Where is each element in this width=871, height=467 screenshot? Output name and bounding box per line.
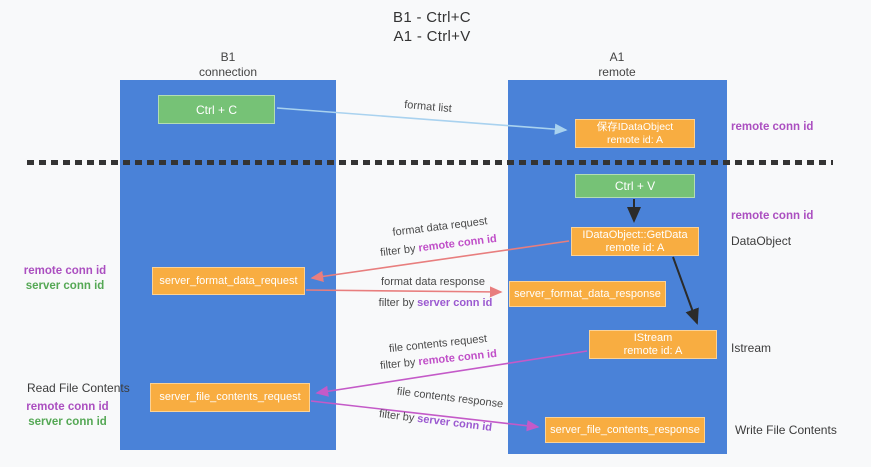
label-format-list: format list [403,98,453,116]
left-column-subtitle: connection [198,65,258,79]
node-server-format-data-request: server_format_data_request [152,267,305,295]
annotation-remote-conn-id-left2: remote conn id [26,401,109,413]
annotation-dataobject: DataObject [731,234,792,248]
label-file-contents-response: file contents response [396,385,504,411]
left-column-header: B1 connection [168,50,288,80]
annotation-remote-conn-id-mid: remote conn id [731,210,814,222]
node-server-file-contents-response: server_file_contents_response [545,417,705,443]
diagram-title: B1 - Ctrl+C A1 - Ctrl+V [347,8,517,46]
annotation-read-file-contents: Read File Contents [27,381,130,395]
annotation-server-conn-id-left2: server conn id [28,416,107,428]
phase-divider-dashed-line [27,160,833,165]
annotation-write-file-contents: Write File Contents [735,423,837,437]
remote-conn-id-text: remote conn id [417,232,498,255]
annotation-server-conn-id-left1: server conn id [25,280,105,292]
filter-by-text: filter by [379,356,417,373]
annotation-istream: Istream [731,341,772,355]
annotation-remote-conn-id-left1: remote conn id [23,265,107,277]
server-conn-id-text: server conn id [416,412,493,434]
node-save-idataobject: 保存IDataObject remote id: A [575,119,695,148]
node-server-file-contents-request: server_file_contents_request [150,383,310,412]
node-save-idataobject-line2: remote id: A [606,133,664,146]
node-istream-line2: remote id: A [623,344,683,357]
node-ctrl-c-label: Ctrl + C [195,102,237,117]
node-server-format-data-response: server_format_data_response [509,281,666,307]
node-server-file-contents-request-label: server_file_contents_request [159,391,301,403]
diagram-title-line2: A1 - Ctrl+V [393,28,471,45]
node-server-format-data-response-label: server_format_data_response [514,287,661,300]
right-column-subtitle: remote [598,65,636,79]
annotation-left-conn-ids-2: remote conn id server conn id [20,400,115,430]
right-column-header: A1 remote [557,50,677,80]
node-ctrl-v: Ctrl + V [575,174,695,198]
filter-by-text: filter by [378,297,415,309]
node-istream: IStream remote id: A [589,330,717,359]
remote-conn-id-text: remote conn id [417,347,498,369]
server-conn-id-text: server conn id [417,297,493,309]
label-format-data-response: format data response [381,276,485,288]
node-save-idataobject-line1: 保存IDataObject [596,120,674,133]
node-server-file-contents-response-label: server_file_contents_response [550,423,700,436]
node-idataobject-getdata: IDataObject::GetData remote id: A [571,227,699,256]
filter-by-text: filter by [379,242,417,260]
annotation-left-conn-ids-1: remote conn id server conn id [20,264,110,294]
annotation-remote-conn-id-top: remote conn id [731,121,814,133]
node-server-format-data-request-label: server_format_data_request [159,274,298,287]
node-idataobject-getdata-line1: IDataObject::GetData [582,228,688,241]
node-istream-line1: IStream [633,331,673,344]
node-ctrl-v-label: Ctrl + V [614,179,656,193]
node-idataobject-getdata-line2: remote id: A [605,241,665,254]
diagram-title-line1: B1 - Ctrl+C [393,9,471,26]
node-ctrl-c: Ctrl + C [158,95,275,124]
left-column-name: B1 [220,50,236,64]
right-column-name: A1 [609,50,625,64]
filter-by-text: filter by [378,408,416,425]
